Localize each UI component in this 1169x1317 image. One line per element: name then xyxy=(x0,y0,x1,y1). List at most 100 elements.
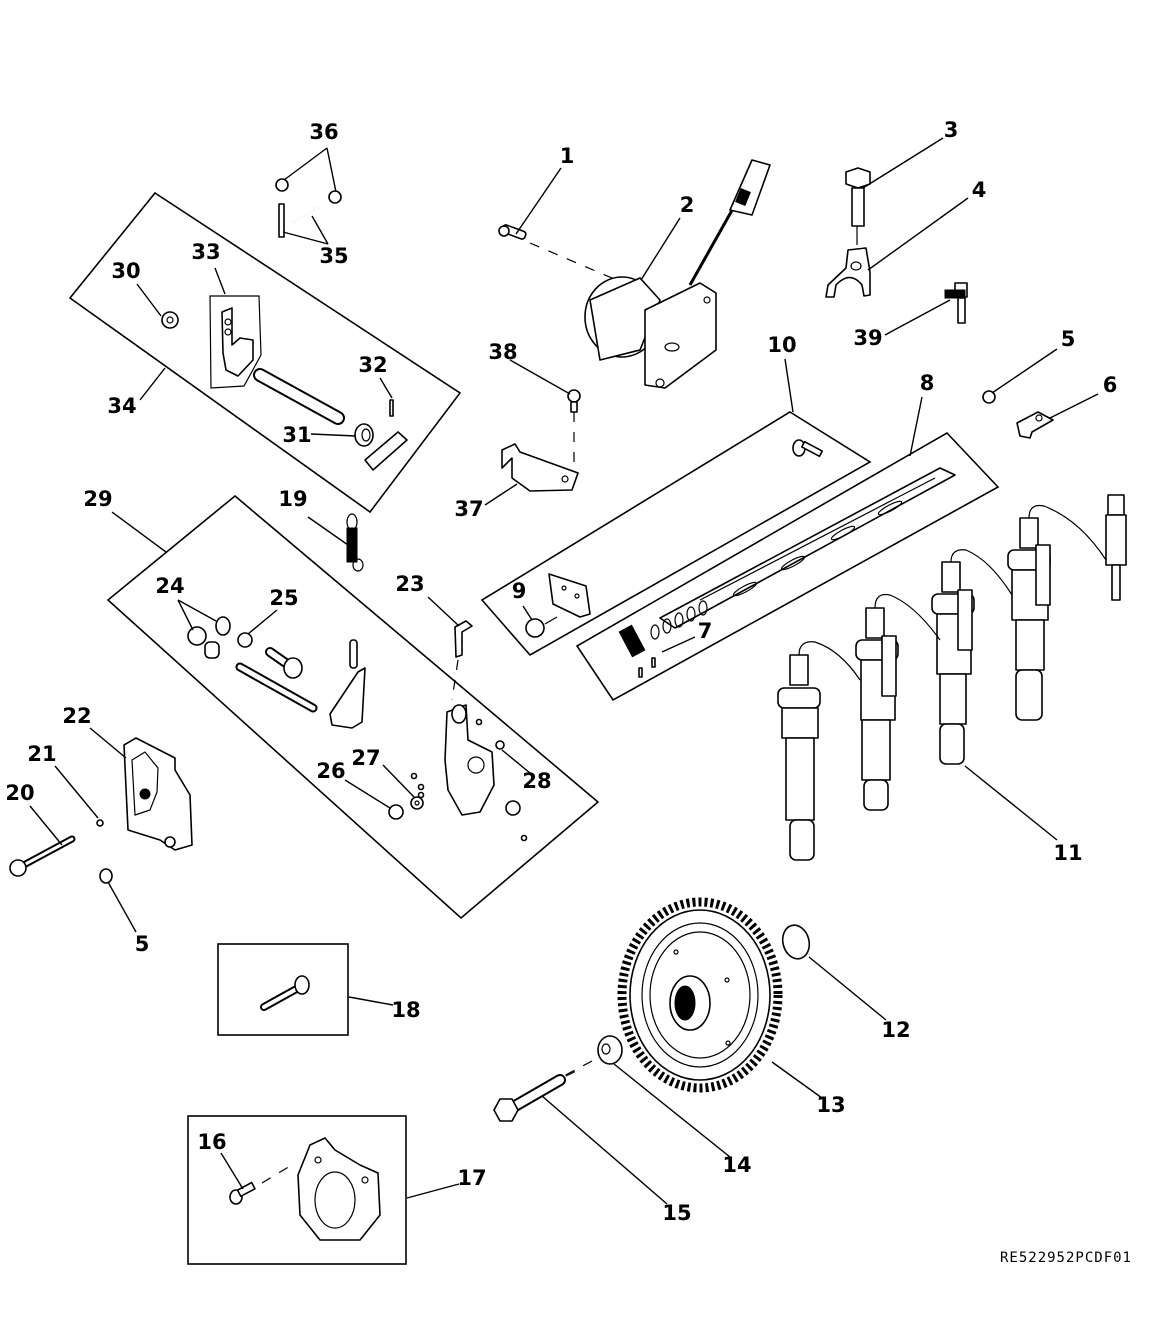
callout-37: 37 xyxy=(454,497,483,521)
part-4-fork xyxy=(825,247,871,298)
part-36-nuts xyxy=(275,178,342,204)
callout-26: 26 xyxy=(316,759,345,783)
part-9-screw xyxy=(525,616,558,638)
alignment-line-23 xyxy=(451,659,459,701)
callout-3: 3 xyxy=(944,118,959,142)
callout-27: 27 xyxy=(351,746,380,770)
part-5-plug-upper xyxy=(982,390,996,404)
kit-frame-18 xyxy=(217,943,349,1036)
part-23-clip xyxy=(454,620,473,658)
leader-37 xyxy=(484,483,518,506)
part-27-washer xyxy=(410,796,424,810)
leader-10 xyxy=(784,358,794,413)
part-1-screw xyxy=(498,224,527,240)
callout-29: 29 xyxy=(83,487,112,511)
leader-18 xyxy=(348,996,394,1006)
part-24-bushings xyxy=(187,616,231,659)
leader-35a xyxy=(282,231,329,245)
callout-9: 9 xyxy=(512,579,527,603)
leader-23 xyxy=(427,596,460,627)
alignment-line-16 xyxy=(261,1162,296,1184)
callout-38: 38 xyxy=(488,340,517,364)
leader-25 xyxy=(247,609,278,635)
part-25-nut xyxy=(237,632,253,648)
leader-3 xyxy=(862,137,944,189)
part-13-gear xyxy=(617,897,783,1093)
part-29-governor-assembly xyxy=(444,704,521,816)
part-26-nut xyxy=(388,804,404,820)
callout-10: 10 xyxy=(767,333,796,357)
part-29-small-parts xyxy=(410,718,528,842)
part-22-cover xyxy=(123,737,193,851)
kit-frame-34 xyxy=(68,191,462,514)
leader-8 xyxy=(909,396,923,457)
part-14-washer xyxy=(597,1035,623,1065)
callout-15: 15 xyxy=(662,1201,691,1225)
leader-14 xyxy=(613,1063,731,1158)
part-18-screw xyxy=(260,975,310,1011)
callout-14: 14 xyxy=(722,1153,751,1177)
callout-19: 19 xyxy=(278,487,307,511)
callout-11: 11 xyxy=(1053,841,1082,865)
leader-33 xyxy=(214,267,226,295)
part-30-nut xyxy=(161,311,179,329)
callout-35: 35 xyxy=(319,244,348,268)
callout-30: 30 xyxy=(111,259,140,283)
part-29-stud xyxy=(265,647,303,679)
part-21-washer xyxy=(96,819,104,827)
callout-13: 13 xyxy=(816,1093,845,1117)
callout-20: 20 xyxy=(5,781,34,805)
alignment-line-14 xyxy=(559,1060,593,1079)
part-8-rack xyxy=(618,467,956,658)
part-11-pump-elements xyxy=(777,494,1127,861)
part-34-shaft xyxy=(253,368,345,425)
callout-34: 34 xyxy=(107,394,136,418)
part-5-plug-lower xyxy=(99,868,113,884)
callout-32: 32 xyxy=(358,353,387,377)
kit-frame-10 xyxy=(480,411,872,657)
part-35-pins xyxy=(278,203,319,238)
leader-39 xyxy=(884,299,951,336)
kit-frame-17 xyxy=(187,1115,407,1265)
callout-22: 22 xyxy=(62,704,91,728)
callout-36: 36 xyxy=(309,120,338,144)
leader-30 xyxy=(136,283,162,317)
part-32-pin xyxy=(389,399,394,417)
callout-7: 7 xyxy=(698,619,713,643)
part-29-link xyxy=(349,639,358,669)
part-15-bolt xyxy=(493,1074,566,1122)
kit-frame-29 xyxy=(106,494,600,920)
leader-32 xyxy=(379,377,393,399)
leader-15 xyxy=(541,1095,668,1205)
callout-25: 25 xyxy=(269,586,298,610)
callout-24: 24 xyxy=(155,574,184,598)
part-20-bolt xyxy=(9,835,76,877)
leader-21 xyxy=(54,765,99,819)
leader-lines xyxy=(29,137,1099,1205)
leader-24a xyxy=(177,599,217,622)
callout-28: 28 xyxy=(522,769,551,793)
callout-31: 31 xyxy=(282,423,311,447)
callout-6: 6 xyxy=(1103,373,1118,397)
document-reference: RE522952PCDF01 xyxy=(1000,1250,1132,1266)
callout-16: 16 xyxy=(197,1130,226,1154)
callout-5-lower: 5 xyxy=(135,932,150,956)
callout-8: 8 xyxy=(920,371,935,395)
part-29-lever xyxy=(329,667,366,729)
part-34-arm xyxy=(364,431,408,471)
part-12-o-ring xyxy=(781,924,811,960)
leader-2 xyxy=(640,217,681,281)
leader-28 xyxy=(501,749,531,774)
leader-5-lower xyxy=(107,881,137,933)
callout-labels: 1 2 3 4 5 5 6 7 8 9 10 11 12 13 14 15 16… xyxy=(5,118,1117,1225)
callout-33: 33 xyxy=(191,240,220,264)
leader-16 xyxy=(220,1152,244,1190)
part-7-pins xyxy=(638,657,656,678)
callout-12: 12 xyxy=(881,1018,910,1042)
callout-21: 21 xyxy=(27,742,56,766)
callout-17: 17 xyxy=(457,1166,486,1190)
part-16-screw xyxy=(229,1181,256,1205)
leader-5-upper xyxy=(991,348,1058,394)
leader-13 xyxy=(771,1061,823,1099)
leader-17 xyxy=(406,1183,460,1199)
